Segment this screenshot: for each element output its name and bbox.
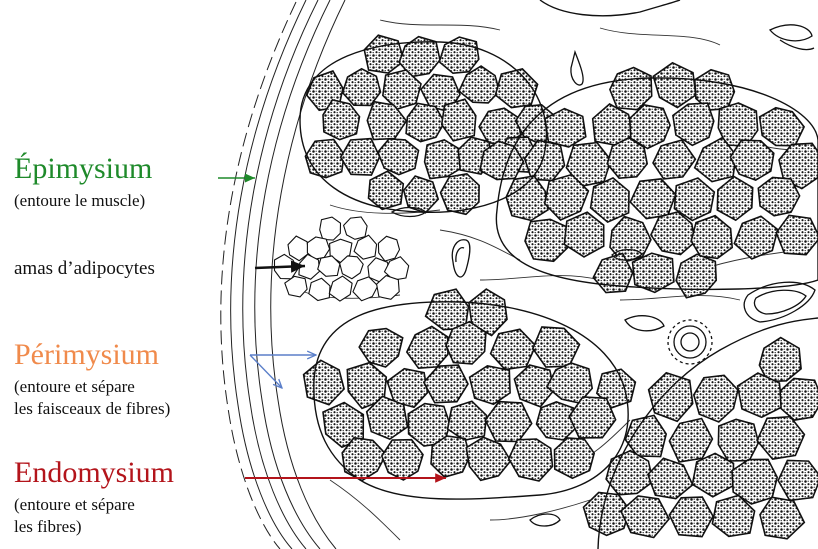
muscle-fiber — [691, 216, 732, 259]
muscle-fiber — [633, 253, 674, 292]
adipocyte — [309, 278, 330, 300]
muscle-fiber — [509, 439, 553, 481]
muscle-fiber — [431, 436, 470, 477]
muscle-fiber — [649, 373, 693, 422]
adipocyte — [285, 276, 307, 297]
muscle-fiber — [648, 458, 693, 498]
muscle-fiber — [610, 68, 652, 110]
muscle-fiber — [343, 69, 381, 106]
perimysium-description-line1: (entoure et sépare — [14, 376, 135, 398]
muscle-fiber — [342, 438, 386, 481]
muscle-fiber — [717, 177, 752, 221]
adipocyte — [320, 217, 341, 240]
muscle-fiber — [426, 289, 469, 330]
muscle-fiber — [382, 440, 423, 480]
muscle-fiber — [621, 496, 669, 538]
adipocyte — [344, 217, 368, 239]
muscle-fiber — [730, 140, 774, 180]
muscle-fiber — [718, 419, 758, 461]
muscle-fiber — [669, 419, 712, 463]
muscle-fiber — [692, 453, 733, 496]
endomysium-description-line1: (entoure et sépare — [14, 494, 135, 516]
muscle-fiber — [591, 178, 629, 222]
muscle-fiber — [442, 99, 476, 141]
muscle-fiber — [525, 219, 568, 261]
muscle-fiber — [305, 140, 344, 178]
muscle-fiber — [776, 215, 818, 254]
muscle-fiber — [694, 375, 738, 422]
adipocytes-arrow — [255, 266, 305, 268]
muscle-fiber — [359, 329, 403, 367]
adipocyte — [378, 236, 399, 261]
perimysium-description-line2: les faisceaux de fibres) — [14, 398, 170, 420]
muscle-fiber — [669, 497, 713, 537]
muscle-fiber — [778, 460, 818, 500]
muscle-fiber — [364, 35, 404, 73]
muscle-fiber — [760, 497, 804, 539]
muscle-fiber — [304, 360, 345, 404]
muscle-fiber — [758, 178, 799, 216]
muscle-fiber — [470, 366, 511, 404]
muscle-fiber — [630, 179, 675, 219]
muscle-fiber — [485, 402, 531, 442]
muscle-fiber — [407, 326, 448, 368]
epimysium-title: Épimysium — [14, 152, 152, 186]
adipocyte-cluster — [275, 217, 409, 301]
muscle-fiber — [378, 139, 419, 175]
muscle-fiber — [491, 329, 536, 369]
muscle-fiber — [466, 437, 510, 480]
perimysium-arrow-lower — [250, 355, 282, 388]
muscle-fiber — [759, 338, 801, 382]
muscle-fiber — [653, 140, 695, 179]
muscle-fiber — [734, 216, 777, 259]
muscle-fiber — [341, 139, 380, 175]
muscle-fiber — [424, 365, 468, 403]
epimysium-description: (entoure le muscle) — [14, 190, 145, 212]
muscle-fiber — [780, 378, 818, 420]
adipocyte — [340, 256, 364, 279]
muscle-fiber — [564, 212, 603, 257]
muscle-fiber — [495, 69, 537, 108]
adipocytes-label: amas d’adipocytes — [14, 258, 155, 280]
muscle-fiber — [448, 401, 487, 440]
muscle-fiber — [569, 397, 615, 438]
muscle-fiber — [757, 417, 804, 459]
muscle-fiber — [369, 171, 404, 209]
muscle-fiber — [760, 108, 805, 146]
muscle-fiber — [673, 103, 714, 145]
perimysium-title: Périmysium — [14, 338, 159, 372]
muscle-fiber — [533, 327, 580, 367]
endomysium-description-line2: les fibres) — [14, 516, 82, 538]
muscle-fiber — [425, 140, 463, 179]
endomysium-title: Endomysium — [14, 456, 174, 490]
muscle-fiber — [676, 254, 716, 297]
muscle-fiber — [653, 63, 696, 108]
muscle-fiber — [606, 451, 653, 495]
muscle-fiber — [555, 438, 595, 478]
